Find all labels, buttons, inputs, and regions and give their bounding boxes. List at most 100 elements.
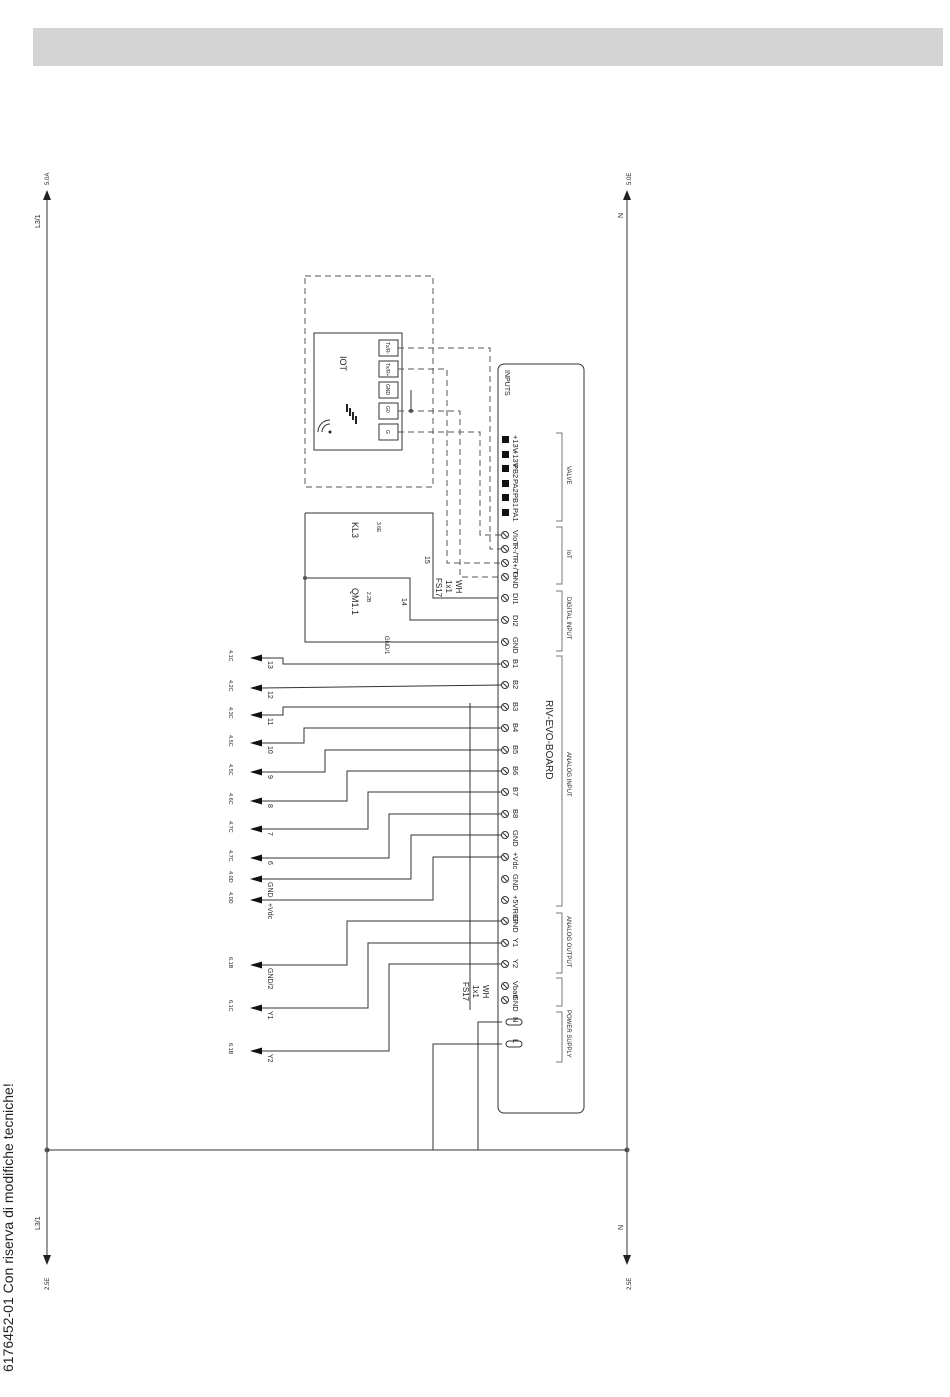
terminal-label-y1: Y1 (511, 938, 520, 947)
signal-wire-9 (262, 749, 502, 773)
terminal-label-b5: B5 (511, 745, 520, 754)
rail-l-top-ref: 5.0A (45, 173, 51, 185)
cable-fs17-top: FS17 1x1 WH (434, 578, 463, 598)
terminal-plug-l (505, 1040, 523, 1048)
signal-ref-y2: 6.1B (227, 1043, 233, 1055)
signal-ref-6: 4.7C (227, 850, 233, 862)
terminal-label-l: L (511, 1039, 520, 1043)
cable-fs17-top-line3: WH (454, 580, 463, 594)
rail-n-top-ref: 5.0E (627, 173, 633, 185)
terminal-screw-slot (502, 574, 508, 580)
terminal-screw-slot (502, 639, 508, 645)
signal-arrow-8 (250, 797, 262, 805)
terminal-screw-slot (502, 854, 508, 860)
terminal-label-b8: B8 (511, 809, 520, 818)
signal-wire-y2 (262, 963, 502, 1052)
signal-wire-11 (262, 706, 502, 716)
terminal-screw-slot (502, 560, 508, 566)
signal-wire-label-7: 7 (266, 832, 273, 836)
signal-arrow-vdc (250, 896, 262, 904)
cable-fs17-top-line1: FS17 (434, 578, 443, 598)
terminal-label-vbatt: Vbatt (511, 981, 520, 999)
signal-ref-gnd: 4.0D (227, 871, 233, 883)
terminal-screw-slot (502, 832, 508, 838)
signal-ref-vdc: 4.0D (227, 892, 233, 904)
wire-14-label: 14 (400, 598, 407, 606)
rail-n-bottom-label: N (618, 1225, 625, 1230)
terminal-screw-vbatt (501, 982, 509, 990)
kl3-relay: KL3 3.6E QM1.1 2.2B 15 14 GND/1 (303, 512, 498, 655)
signal-wire-label-8: 8 (266, 804, 273, 808)
signal-arrow-13 (250, 654, 262, 662)
terminal-label-b7: B7 (511, 787, 520, 796)
signal-bars-icon (346, 404, 357, 424)
terminal-label-gnd: GND (511, 916, 520, 933)
iot-pin-5: G (384, 430, 390, 434)
signal-wire-12 (261, 684, 503, 689)
signal-ref-9: 4.5C (227, 764, 233, 776)
group-valve: VALVE (565, 466, 571, 484)
signal-ref-8: 4.6C (227, 793, 233, 805)
terminal-screw-slot (502, 704, 508, 710)
terminal-label-gnd: GND (511, 572, 520, 589)
signal-wire-y1 (262, 942, 502, 1009)
group-iot: IoT (565, 550, 571, 559)
signal-wire-label-9: 9 (266, 775, 273, 779)
signal-wire-8 (262, 770, 502, 802)
riv-evo-board: RIV-EVO-BOARD INPUTS (497, 363, 585, 1114)
terminal-screw-slot (502, 876, 508, 882)
signal-wire-gnd (262, 834, 502, 880)
terminal-label-13v: +13V (511, 435, 520, 453)
rail-n-top-label: N (618, 213, 625, 218)
terminal-screw-slot (502, 682, 508, 688)
signal-ref-10: 4.5C (227, 735, 233, 747)
terminal-screw-gnd (501, 996, 509, 1004)
terminal-label-gnd: GND (511, 637, 520, 654)
iot-pin-2: Tx/R+ (384, 363, 390, 377)
terminal-screw-slot (502, 532, 508, 538)
terminal-groups: VALVE IoT DIGITAL INPUT ANALOG INPUT ANA… (556, 432, 571, 1063)
signal-wire-label-y1: Y1 (266, 1011, 273, 1020)
group-analog-output: ANALOG OUTPUT (565, 916, 571, 968)
rail-n: N 5.0E N 2.5E (618, 173, 633, 1290)
terminal-screw-di1 (501, 594, 509, 602)
signal-arrow-11 (250, 711, 262, 719)
terminal-label-gnd: GND (511, 995, 520, 1012)
terminal-square-13v (502, 436, 509, 443)
terminal-square-pa2 (502, 480, 509, 487)
signal-ref-11: 4.3C (227, 707, 233, 719)
signal-wire-label-vdc: +Vdc (266, 903, 273, 920)
terminal-square-pb1 (502, 494, 509, 501)
terminal-label-gnd: GND (511, 874, 520, 891)
board-name: RIV-EVO-BOARD (543, 700, 554, 779)
rail-l-top-label: L3/1 (35, 214, 42, 228)
terminal-screw-slot (502, 918, 508, 924)
terminal-screw-slot (502, 789, 508, 795)
cable-fs17-bottom-line3: WH (481, 985, 490, 999)
signal-arrow-y1 (250, 1004, 262, 1012)
terminal-screw-slot (502, 595, 508, 601)
terminal-label-b6: B6 (511, 766, 520, 775)
signal-leads: 134.1C124.2C114.3C104.5C94.5C84.6C74.7C6… (227, 650, 503, 1063)
terminal-label-r-t: R-/T- (511, 544, 520, 561)
kl3-label: KL3 (350, 522, 360, 538)
iot-module: IOT Tx/R- Tx/R+ GND G0 G (304, 275, 434, 488)
terminal-label-pa2: PA2 (511, 479, 520, 493)
terminal-screw-slot (502, 768, 508, 774)
terminal-screw-r-t (501, 559, 509, 567)
terminal-block: +13V+13VPB2PA2PB1PA1VIoTR-/T-R+/T+GNDDI1… (501, 435, 523, 1048)
cable-fs17-top-line2: 1x1 (444, 580, 453, 593)
group-digital-input: DIGITAL INPUT (565, 597, 571, 640)
rail-l-bottom-ref: 2.5E (45, 1278, 51, 1290)
signal-wire-6 (262, 813, 502, 859)
iot-module-title: IOT (338, 356, 348, 372)
signal-ref-y1: 6.1C (227, 1000, 233, 1012)
terminal-label-gnd: GND (511, 830, 520, 847)
terminal-label-b3: B3 (511, 702, 520, 711)
terminal-screw-slot (502, 983, 508, 989)
qm-label: QM1.1 (350, 588, 360, 615)
signal-ref-12: 4.2C (227, 680, 233, 692)
terminal-screw-di2 (501, 616, 509, 624)
signal-arrow-y2 (250, 1047, 262, 1055)
